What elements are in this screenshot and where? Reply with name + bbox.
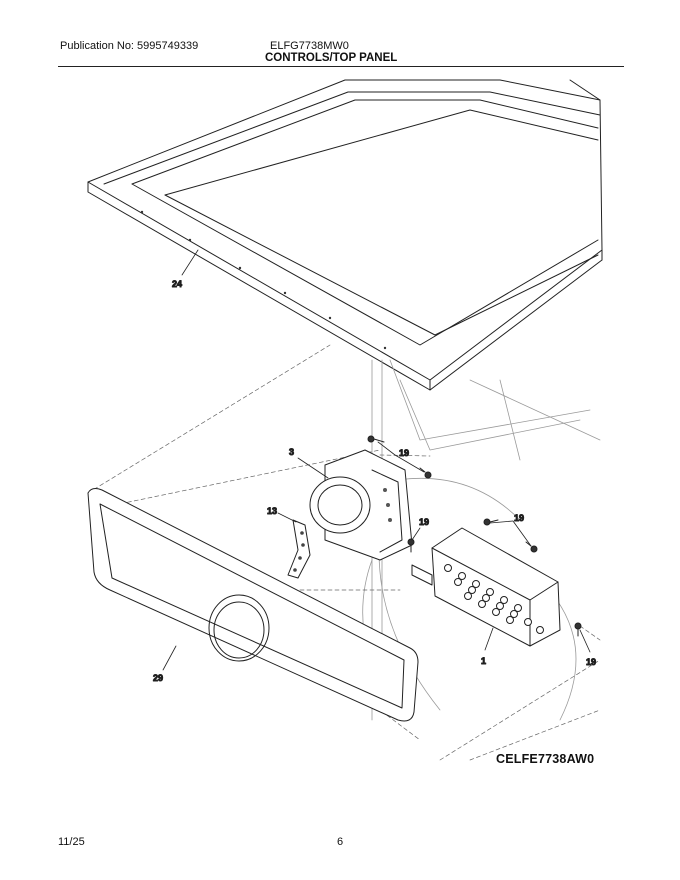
console-panel: [87, 488, 419, 722]
screw-mid-right-a: [483, 518, 499, 526]
callout-19-top: 19: [399, 448, 409, 458]
callout-19-mid-right: 19: [514, 513, 524, 523]
model-number: ELFG7738MW0: [270, 40, 349, 52]
screw-mid-left: [407, 538, 415, 553]
footer-date: 11/25: [58, 836, 85, 848]
screw-bottom: [574, 622, 582, 637]
diagram-code: CELFE7738AW0: [496, 752, 595, 766]
callout-29: 29: [153, 673, 163, 683]
callout-1: 1: [481, 656, 486, 666]
led-guide: [287, 519, 311, 579]
leader-lines: [162, 249, 591, 671]
control-board: [411, 527, 561, 647]
header-rule: [58, 66, 624, 67]
screw-mid-right-b: [525, 541, 538, 553]
callout-19-bottom: 19: [586, 657, 596, 667]
knob-housing: [309, 449, 413, 561]
screw-top-b: [419, 467, 432, 479]
top-panel: [87, 79, 603, 391]
section-title: CONTROLS/TOP PANEL: [265, 52, 398, 64]
callout-13: 13: [267, 506, 277, 516]
page-number: 6: [337, 836, 344, 848]
callout-3: 3: [289, 447, 294, 457]
callout-24: 24: [172, 279, 182, 289]
screw-top-a: [367, 435, 385, 443]
callout-19-mid-left: 19: [419, 517, 429, 527]
publication-number: Publication No: 5995749339: [60, 40, 199, 52]
